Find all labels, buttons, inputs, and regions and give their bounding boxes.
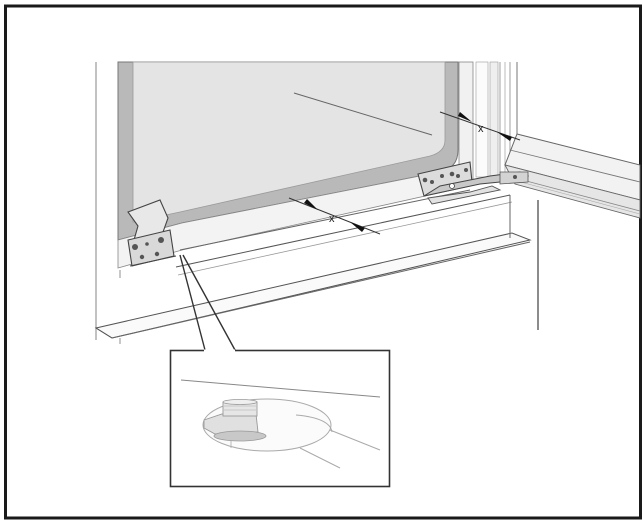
- dimension-mark-bottom: x: [288, 197, 381, 235]
- appliance-door-panel: [117, 61, 471, 269]
- dimension-label-x-bottom: x: [329, 213, 335, 225]
- arrow-right-icon: [304, 199, 318, 210]
- arrow-left-icon: [497, 132, 512, 141]
- open-furniture-door: [504, 133, 641, 219]
- right-hinge-plate: [417, 161, 530, 205]
- dimension-mark-top: x: [439, 111, 521, 141]
- arrow-right-icon: [458, 112, 472, 122]
- arrow-left-icon: [350, 222, 365, 232]
- detail-inset-adjustment-nut: [169, 349, 391, 488]
- dimension-label-x-top: x: [478, 123, 484, 135]
- bottom-left-hinge-bracket: [127, 199, 177, 267]
- base-plinth: [94, 194, 532, 344]
- callout-leader: [179, 254, 236, 351]
- cabinet-niche: [95, 62, 539, 340]
- door-jamb-strips: [458, 61, 518, 181]
